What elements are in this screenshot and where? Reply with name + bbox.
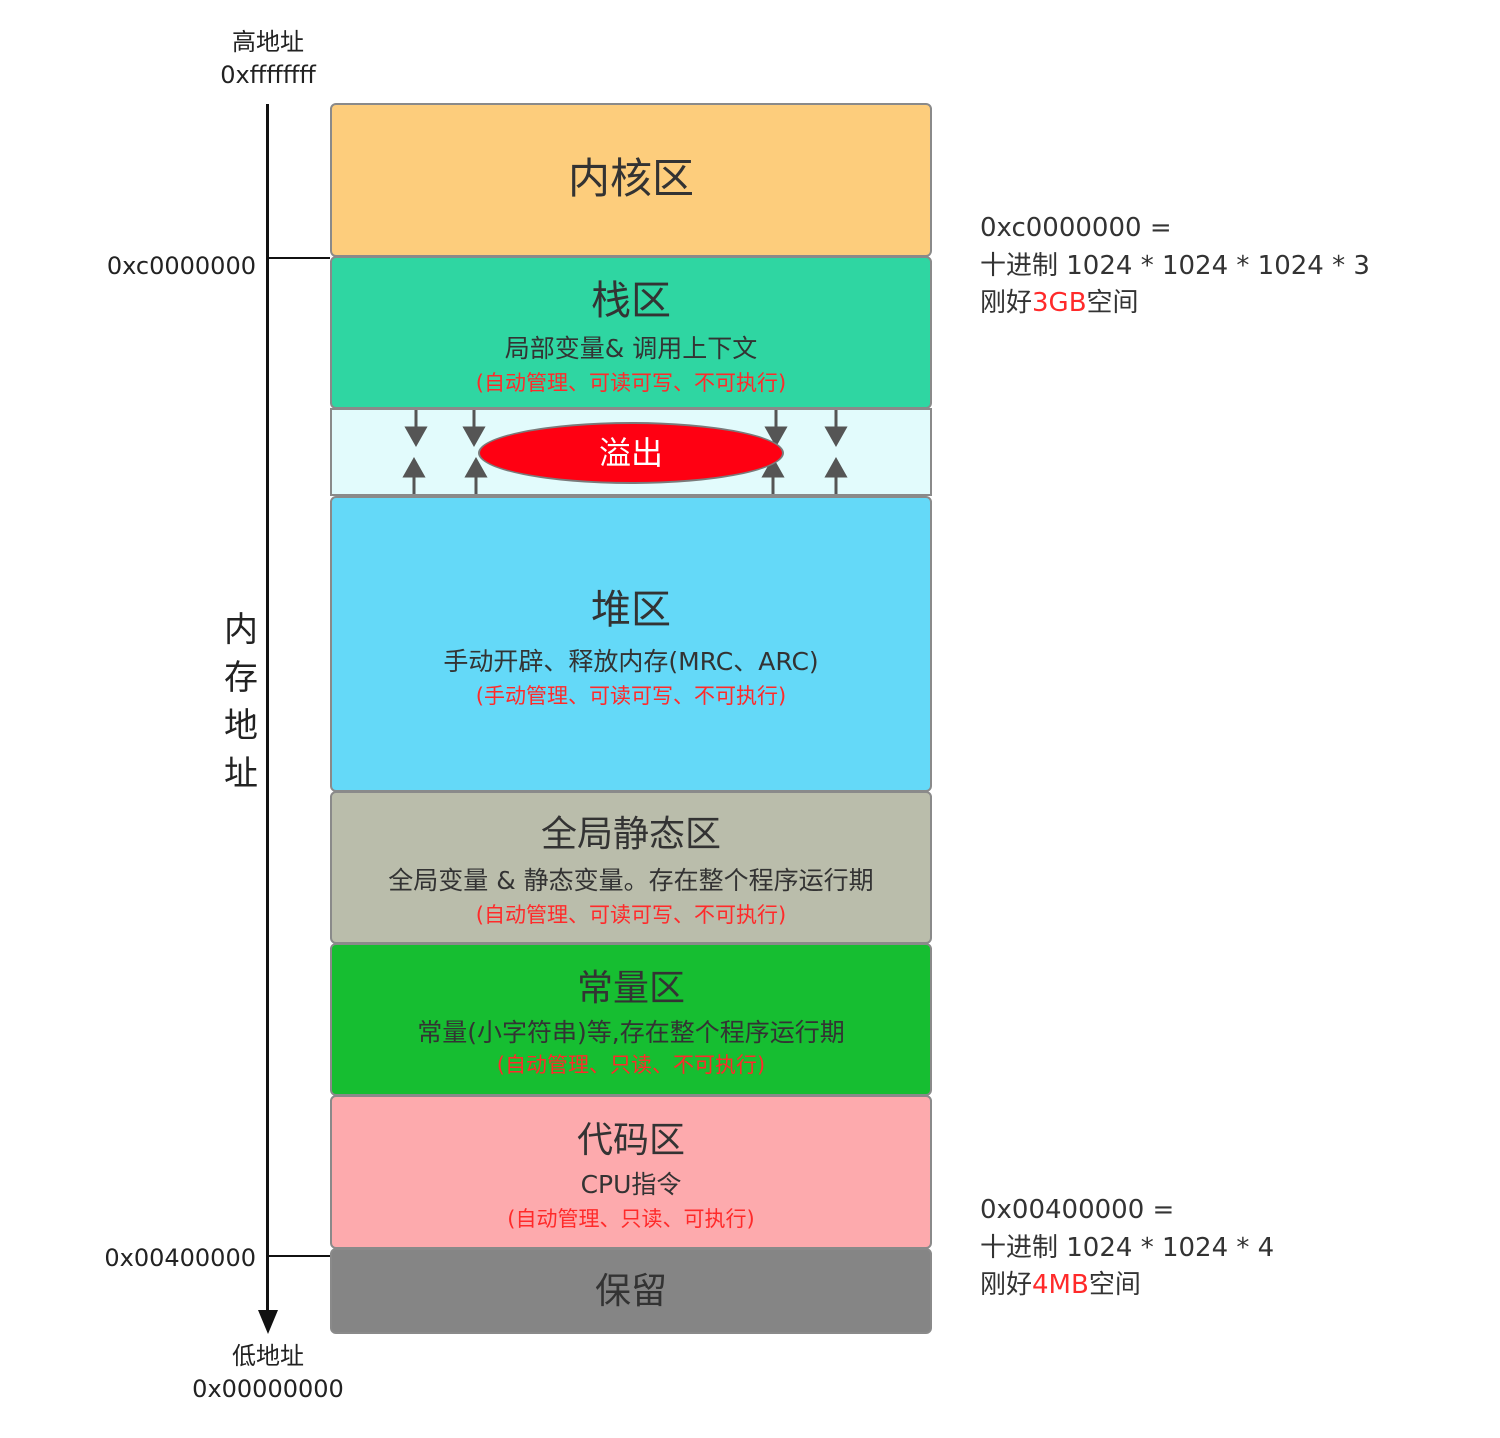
constant-block: 常量区 常量(小字符串)等,存在整个程序运行期 (自动管理、只读、不可执行): [330, 943, 932, 1096]
stack-block-rule: (自动管理、可读可写、不可执行): [475, 371, 787, 395]
arrow-down-icon: [824, 410, 848, 448]
global-static-block-name: 全局静态区: [540, 814, 721, 855]
note-decimal-equation: 十进制 1024 * 1024 * 4: [980, 1232, 1275, 1263]
heap-block-name: 堆区: [591, 587, 671, 633]
arrow-down-icon: [764, 410, 788, 448]
global-static-block-desc: 全局变量 & 静态变量。存在整个程序运行期: [388, 866, 874, 895]
overflow-badge: 溢出: [478, 422, 784, 484]
arrow-up-icon: [402, 456, 426, 494]
memory-address-title-char: 址: [224, 754, 258, 794]
arrow-up-icon: [761, 456, 785, 494]
note-hex-equation: 0xc0000000 =: [980, 213, 1172, 243]
stack-block-desc: 局部变量& 调用上下文: [504, 334, 758, 363]
note-size-prefix: 刚好: [980, 1270, 1033, 1300]
constant-block-rule: (自动管理、只读、不可执行): [496, 1053, 766, 1077]
heap-block-rule: (手动管理、可读可写、不可执行): [475, 684, 787, 708]
tick-reserved-boundary: [268, 1255, 330, 1257]
address-mark-00400000: 0x00400000: [104, 1244, 256, 1272]
note-size-suffix: 空间: [1088, 1270, 1141, 1300]
code-block-rule: (自动管理、只读、可执行): [507, 1207, 755, 1231]
high-address-label: 高地址 0xffffffff: [168, 26, 368, 92]
low-address-text: 低地址: [232, 1342, 304, 1370]
tick-kernel-boundary: [268, 257, 330, 259]
global-static-block: 全局静态区 全局变量 & 静态变量。存在整个程序运行期 (自动管理、可读可写、不…: [330, 791, 932, 944]
code-block-desc: CPU指令: [580, 1170, 682, 1199]
stack-block: 栈区 局部变量& 调用上下文 (自动管理、可读可写、不可执行): [330, 256, 932, 409]
low-address-label: 低地址 0x00000000: [168, 1340, 368, 1406]
code-block-name: 代码区: [576, 1120, 685, 1161]
note-kernel-boundary: 0xc0000000 = 十进制 1024 * 1024 * 1024 * 3 …: [980, 210, 1370, 323]
address-mark-c0000000: 0xc0000000: [106, 252, 256, 280]
high-address-text: 高地址: [232, 28, 304, 56]
note-size-line: 刚好4MB空间: [980, 1267, 1274, 1305]
memory-address-title-char: 内: [224, 610, 258, 650]
code-block: 代码区 CPU指令 (自动管理、只读、可执行): [330, 1095, 932, 1249]
note-size-prefix: 刚好: [980, 288, 1033, 318]
heap-block-desc: 手动开辟、释放内存(MRC、ARC): [443, 647, 819, 676]
address-axis-line: [266, 104, 269, 1314]
kernel-block: 内核区: [330, 103, 932, 257]
constant-block-desc: 常量(小字符串)等,存在整个程序运行期: [417, 1018, 845, 1047]
global-static-block-rule: (自动管理、可读可写、不可执行): [475, 903, 787, 927]
memory-address-title: 内 存 地 址: [214, 606, 268, 798]
reserved-block: 保留: [330, 1248, 932, 1334]
note-size-suffix: 空间: [1086, 288, 1139, 318]
constant-block-name: 常量区: [576, 968, 685, 1009]
memory-address-title-char: 存: [224, 658, 258, 698]
note-size-line: 刚好3GB空间: [980, 285, 1370, 323]
arrow-down-icon: [404, 410, 428, 448]
arrow-up-icon: [464, 456, 488, 494]
arrow-down-icon: [462, 410, 486, 448]
note-decimal-equation: 十进制 1024 * 1024 * 1024 * 3: [980, 250, 1370, 281]
kernel-block-name: 内核区: [567, 154, 694, 203]
arrow-down-icon: [258, 1310, 278, 1334]
overflow-arrows: [402, 410, 848, 494]
arrow-up-icon: [824, 456, 848, 494]
stack-block-name: 栈区: [591, 278, 671, 324]
heap-block: 堆区 手动开辟、释放内存(MRC、ARC) (手动管理、可读可写、不可执行): [330, 496, 932, 792]
note-reserved-boundary: 0x00400000 = 十进制 1024 * 1024 * 4 刚好4MB空间: [980, 1192, 1274, 1305]
high-address-value: 0xffffffff: [220, 61, 316, 89]
reserved-block-name: 保留: [594, 1271, 667, 1312]
note-size-highlight: 3GB: [1032, 288, 1087, 318]
memory-address-title-char: 地: [224, 706, 258, 746]
low-address-value: 0x00000000: [192, 1375, 344, 1403]
note-hex-equation: 0x00400000 =: [980, 1195, 1175, 1225]
note-size-highlight: 4MB: [1032, 1270, 1089, 1300]
